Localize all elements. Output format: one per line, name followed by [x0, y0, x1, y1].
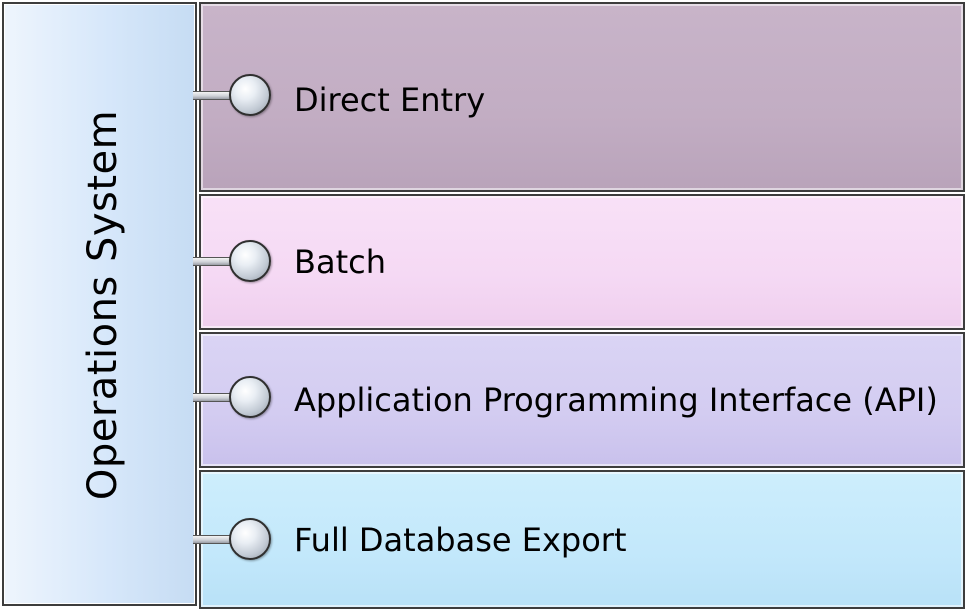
connector-batch: [193, 238, 279, 288]
connector-full-database-export: [193, 516, 279, 566]
band-label-api: Application Programming Interface (API): [294, 381, 938, 419]
connector-api: [193, 374, 279, 424]
band-full-database-export: Full Database Export: [199, 470, 965, 609]
connector-stem: [193, 257, 239, 266]
band-direct-entry: Direct Entry: [199, 2, 965, 192]
band-label-full-database-export: Full Database Export: [294, 520, 627, 559]
connector-knob-icon: [229, 518, 271, 560]
connector-knob-icon: [229, 376, 271, 418]
operations-system-label: Operations System: [80, 109, 126, 501]
band-label-batch: Batch: [294, 243, 386, 281]
connector-direct-entry: [193, 72, 279, 122]
connector-stem: [193, 535, 239, 544]
connector-knob-icon: [229, 240, 271, 282]
band-api: Application Programming Interface (API): [199, 332, 965, 468]
band-batch: Batch: [199, 194, 965, 330]
connector-stem: [193, 91, 239, 100]
band-label-direct-entry: Direct Entry: [294, 81, 486, 119]
connector-knob-icon: [229, 74, 271, 116]
operations-system-panel: [2, 2, 197, 606]
connector-stem: [193, 393, 239, 402]
